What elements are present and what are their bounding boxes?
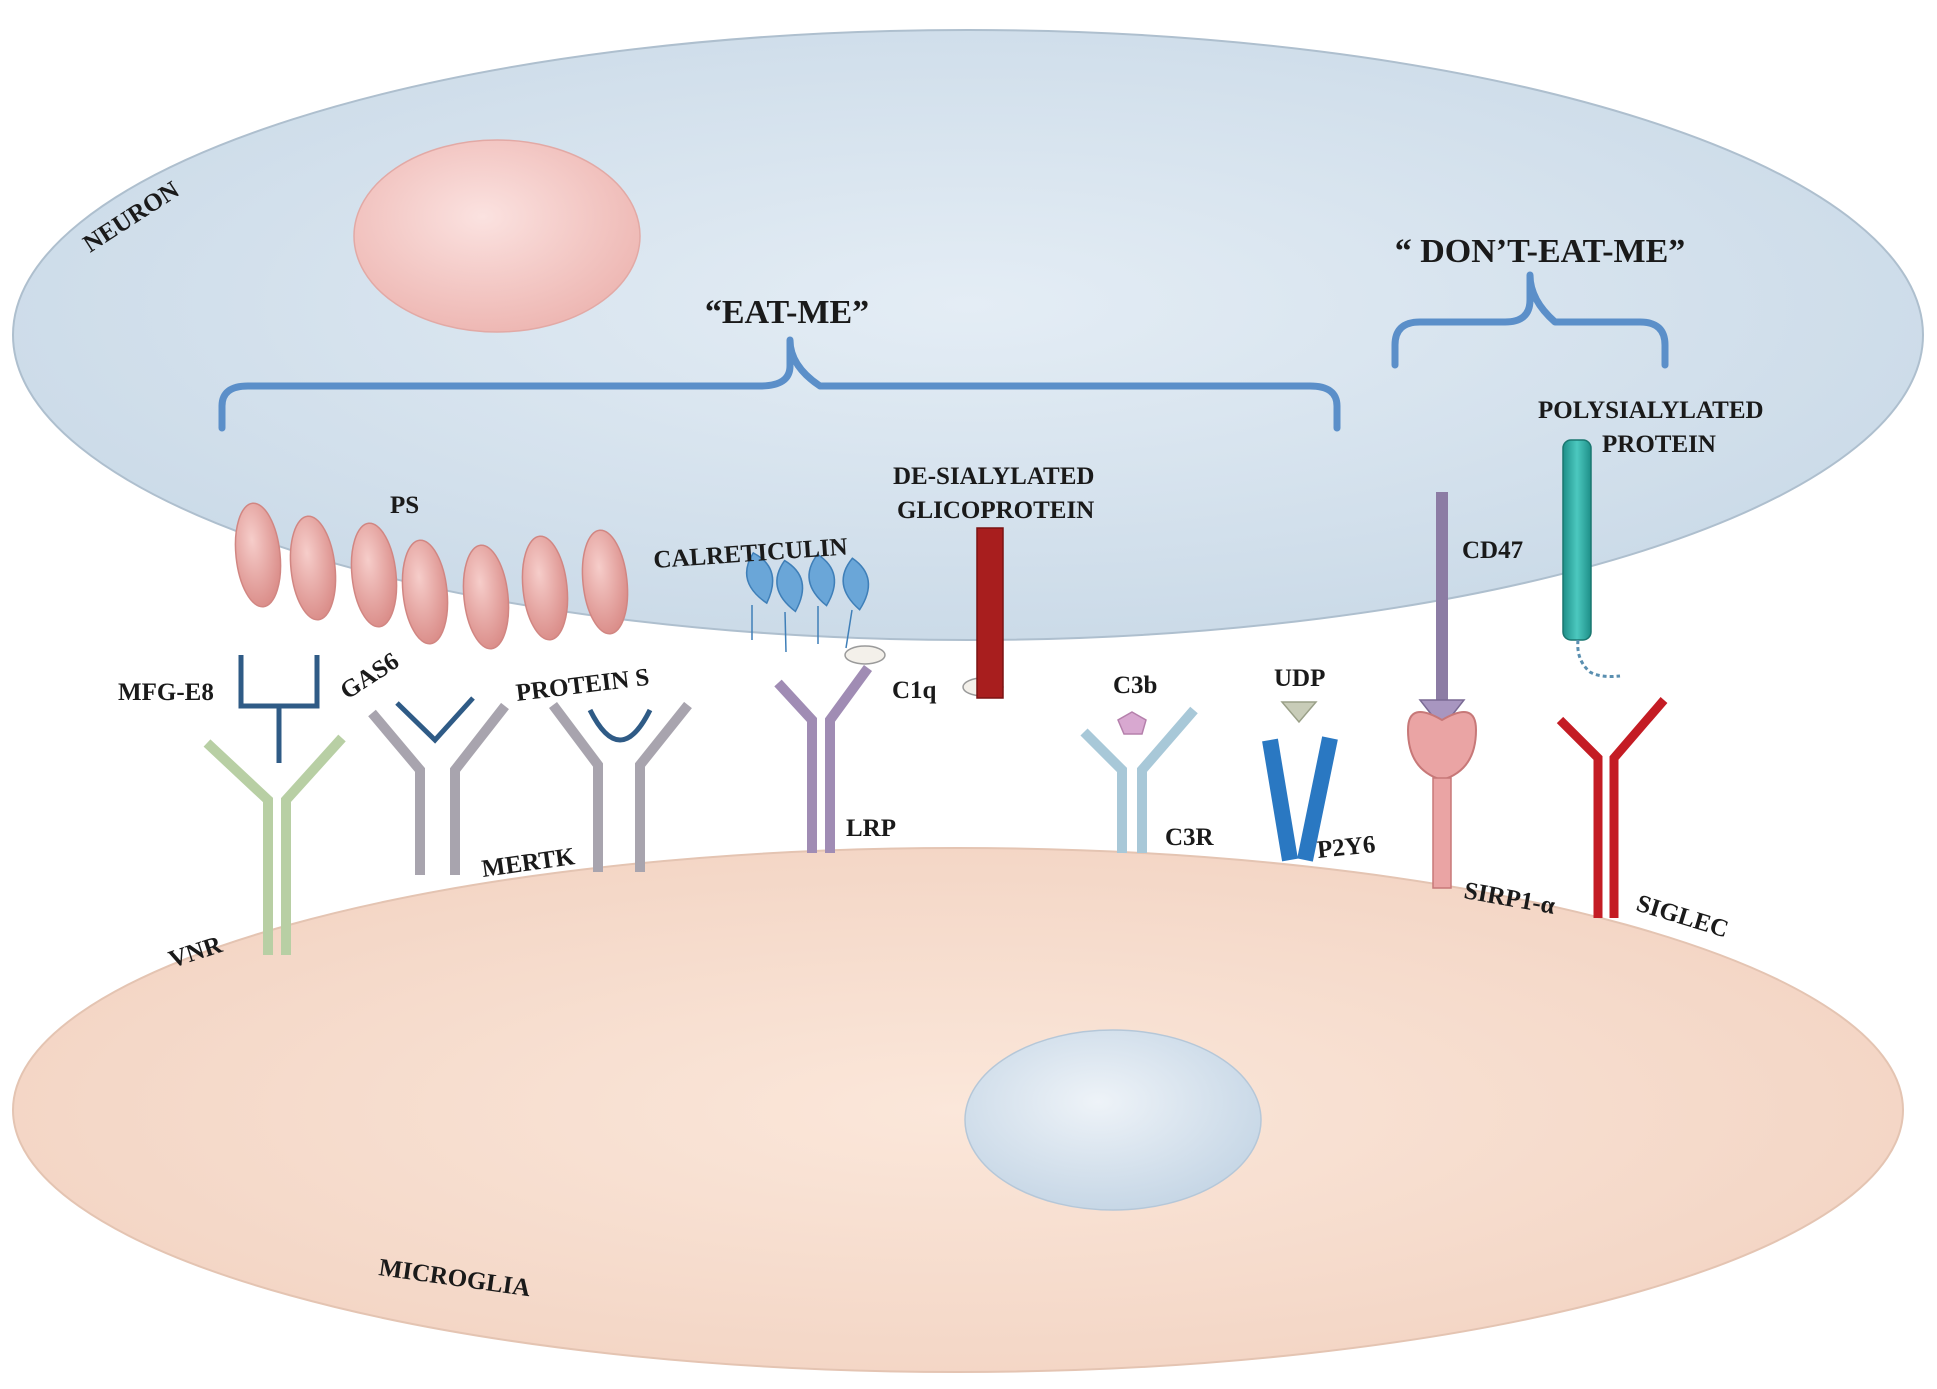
c1q-disc — [844, 645, 886, 665]
calreticulin-droplet — [842, 557, 870, 611]
p2y6-left-helix — [1262, 738, 1298, 862]
calreticulin-molecules — [745, 551, 870, 653]
cd47-label: CD47 — [1462, 537, 1523, 564]
mfg-e8-label: MFG-E8 — [118, 679, 214, 706]
vnr-left-arm — [203, 739, 273, 955]
microglia-membrane — [12, 847, 1904, 1373]
mertk-1-left-arm — [368, 709, 425, 875]
c3r-receptor — [1080, 706, 1198, 853]
polysialylated-label-line1: POLYSIALYLATED — [1538, 397, 1764, 424]
udp-label: UDP — [1274, 665, 1325, 692]
siglec-left-arm — [1556, 716, 1603, 918]
polysialylated-protein — [1562, 439, 1592, 641]
mertk-2-right-arm — [635, 701, 692, 872]
c3b-molecule — [1117, 711, 1147, 735]
ps-oval — [234, 502, 282, 608]
calreticulin-tail — [751, 605, 853, 653]
c3b-label: C3b — [1113, 672, 1157, 699]
neuron-nucleus — [353, 139, 641, 333]
c3r-left-arm — [1080, 728, 1127, 853]
lrp-right-arm — [825, 665, 873, 853]
vnr-right-arm — [281, 734, 346, 955]
polysialic-chain — [1576, 639, 1621, 678]
ps-phosphatidylserine — [234, 502, 629, 650]
microglia-nucleus — [964, 1029, 1262, 1211]
calreticulin-droplet — [776, 559, 804, 613]
desialylated-label-line2: GLICOPROTEIN — [897, 497, 1094, 524]
dont-eat-me-bracket-path — [1391, 271, 1669, 369]
gas6-molecule — [395, 696, 475, 744]
protein-s-shape — [587, 708, 653, 743]
siglec-right-arm — [1609, 697, 1668, 918]
lrp-label: LRP — [846, 815, 896, 842]
eat-me-bracket-path — [218, 336, 1341, 432]
c3r-right-arm — [1137, 706, 1198, 853]
ps-oval — [401, 539, 449, 645]
protein-s-label: PROTEIN S — [514, 664, 650, 707]
gas6-label: GAS6 — [336, 648, 404, 705]
ps-oval — [462, 544, 510, 650]
ps-oval — [350, 522, 398, 628]
ps-label: PS — [390, 492, 419, 519]
dont-eat-me-heading: “ DON’T-EAT-ME” — [1395, 233, 1686, 270]
lrp-left-arm — [774, 679, 817, 853]
p2y6-label: P2Y6 — [1316, 831, 1377, 864]
mertk-2-left-arm — [549, 702, 603, 872]
c1q-label: C1q — [892, 677, 937, 704]
microglia-cell: MICROGLIA — [12, 847, 1904, 1373]
mertk-receptor-2 — [549, 701, 692, 872]
udp-molecule — [1280, 701, 1318, 724]
protein-s-molecule — [587, 708, 653, 743]
lrp-receptor — [774, 665, 873, 853]
ps-oval — [521, 535, 569, 641]
mfg-e8-shape — [238, 655, 320, 763]
polysialylated-label-line2: PROTEIN — [1602, 431, 1716, 458]
sirp1a-stalk — [1432, 777, 1452, 889]
sirp1a-head — [1406, 711, 1478, 782]
dont-eat-me-bracket — [1391, 271, 1669, 369]
p2y6-receptor — [1262, 736, 1338, 862]
desialylated-glycoprotein — [976, 527, 1004, 699]
p2y6-right-helix — [1297, 736, 1338, 862]
cd47-stalk — [1436, 492, 1448, 702]
sirp1a-receptor — [1406, 711, 1478, 889]
desialylated-label-line1: DE-SIALYLATED — [893, 463, 1094, 490]
mertk-receptor-1 — [368, 702, 509, 875]
mfg-e8-molecule — [238, 655, 320, 763]
siglec-receptor — [1556, 697, 1668, 918]
eat-me-heading: “EAT-ME” — [705, 294, 869, 331]
neuron-cell: NEURON — [12, 29, 1924, 641]
vnr-receptor — [203, 734, 346, 955]
c3r-label: C3R — [1165, 824, 1215, 851]
gas6-shape — [395, 696, 475, 744]
calreticulin-droplet — [808, 553, 836, 607]
calreticulin-droplet — [745, 551, 774, 605]
eat-me-bracket — [218, 336, 1341, 432]
ps-oval — [581, 529, 629, 635]
mertk-1-right-arm — [450, 702, 509, 875]
ps-oval — [289, 515, 337, 621]
